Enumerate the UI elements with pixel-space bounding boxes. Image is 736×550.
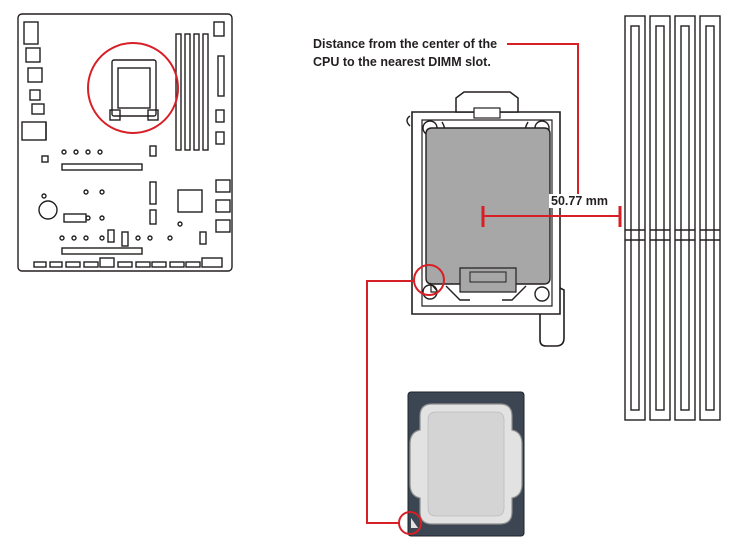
distance-label: 50.77 mm bbox=[549, 194, 610, 208]
board-cpu-highlight bbox=[87, 42, 179, 134]
motherboard-overview bbox=[17, 13, 233, 272]
rear-io-ports bbox=[21, 21, 47, 141]
cpu-socket bbox=[406, 91, 565, 347]
caption-line-1: Distance from the center of the bbox=[313, 37, 498, 51]
caption-line-2: CPU to the nearest DIMM slot. bbox=[313, 55, 491, 69]
dimm-slot-4 bbox=[699, 15, 721, 421]
dimm-slot-2 bbox=[649, 15, 671, 421]
cpu-pin1-triangle bbox=[411, 518, 418, 528]
dimm-slot-3 bbox=[674, 15, 696, 421]
dimm-slot-1 bbox=[624, 15, 646, 421]
board-chipset bbox=[177, 189, 203, 213]
board-pcie-slots bbox=[61, 145, 157, 255]
board-cmos-battery bbox=[38, 200, 58, 220]
board-bottom-headers bbox=[33, 257, 223, 268]
pin1-connector-line bbox=[366, 280, 414, 524]
board-dimm-slots bbox=[175, 33, 209, 151]
cpu-pin1-highlight bbox=[398, 511, 422, 535]
motherboard-outline bbox=[17, 13, 233, 272]
board-cpu-socket bbox=[109, 59, 159, 121]
caption-leader-line bbox=[507, 43, 579, 194]
cpu-chip bbox=[407, 391, 525, 537]
dimm-slots bbox=[624, 15, 721, 421]
